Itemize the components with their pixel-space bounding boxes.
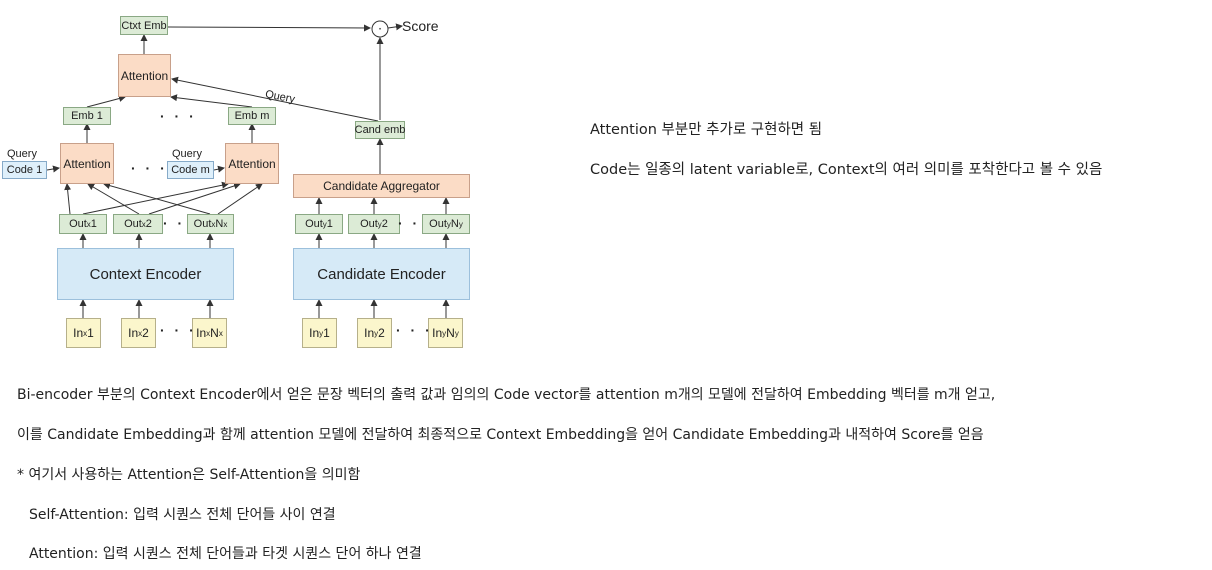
body-line-4: Self-Attention: 입력 시퀀스 전체 단어들 사이 연결 xyxy=(29,507,336,523)
cand-in-ellipsis: · · · xyxy=(396,322,433,338)
codem-label: Code m xyxy=(171,164,210,176)
cand-emb-label: Cand emb xyxy=(354,124,406,136)
candidate-aggregator-label: Candidate Aggregator xyxy=(323,179,440,193)
attention1-box: Attention xyxy=(60,143,114,184)
body-line-2: 이를 Candidate Embedding과 함께 attention 모델에… xyxy=(17,427,984,443)
ctxt-emb-box: Ctxt Emb xyxy=(120,16,168,35)
top-attention-label: Attention xyxy=(120,68,169,83)
dot-symbol: · xyxy=(378,22,382,36)
embm-box: Emb m xyxy=(228,107,276,125)
body-line-5: Attention: 입력 시퀀스 전체 단어들과 타겟 시퀀스 단어 하나 연… xyxy=(29,546,422,562)
code1-label: Code 1 xyxy=(6,164,43,176)
diagram-connectors: · xyxy=(46,20,450,318)
right-note-1: Attention 부분만 추가로 구현하면 됨 xyxy=(590,122,823,138)
context-encoder-box: Context Encoder xyxy=(57,248,234,300)
context-in-ellipsis: · · · xyxy=(160,322,197,338)
emb1-box: Emb 1 xyxy=(63,107,111,125)
code1-box: Code 1 xyxy=(2,161,47,179)
top-attention-box: Attention xyxy=(118,54,171,97)
cand-emb-box: Cand emb xyxy=(355,121,405,139)
body-line-1: Bi-encoder 부분의 Context Encoder에서 얻은 문장 벡… xyxy=(17,387,996,403)
score-label: Score xyxy=(402,18,439,34)
candidate-aggregator-box: Candidate Aggregator xyxy=(293,174,470,198)
candidate-encoder-label: Candidate Encoder xyxy=(317,265,446,283)
emb-ellipsis: · · · xyxy=(160,108,197,124)
querym-label: Query xyxy=(172,148,202,160)
candidate-encoder-box: Candidate Encoder xyxy=(293,248,470,300)
context-encoder-label: Context Encoder xyxy=(89,265,202,283)
dot-product-node xyxy=(371,20,389,38)
right-note-2: Code는 일종의 latent variable로, Context의 여러 … xyxy=(590,162,1103,178)
embm-label: Emb m xyxy=(234,110,270,122)
attention-ellipsis: · · · xyxy=(131,160,168,176)
query1-label: Query xyxy=(7,148,37,160)
ctxt-emb-label: Ctxt Emb xyxy=(121,19,167,32)
emb1-label: Emb 1 xyxy=(71,110,103,122)
codem-box: Code m xyxy=(167,161,214,179)
body-line-3: * 여기서 사용하는 Attention은 Self-Attention을 의미… xyxy=(17,467,361,483)
attentionm-box: Attention xyxy=(225,143,279,184)
attention1-label: Attention xyxy=(63,156,111,171)
attentionm-label: Attention xyxy=(228,156,276,171)
